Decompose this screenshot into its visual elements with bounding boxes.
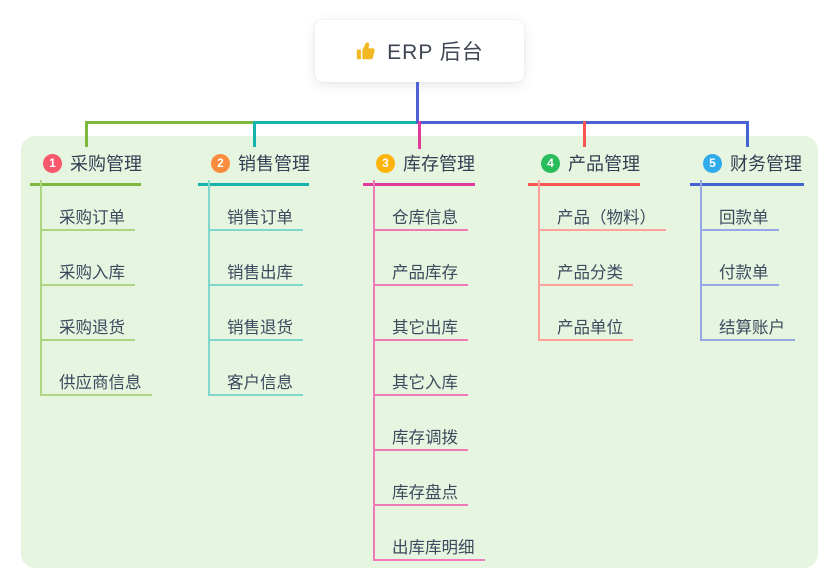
branch-label: 销售管理	[238, 154, 310, 174]
child-node: 仓库信息	[375, 208, 468, 231]
child-node: 结算账户	[702, 318, 795, 341]
branch-label: 财务管理	[730, 154, 802, 174]
bus-segment-right	[416, 121, 749, 124]
branches-panel	[21, 136, 818, 568]
branch-number-badge: 3	[376, 153, 395, 173]
branch-children-1: 采购订单采购入库采购退货供应商信息	[40, 180, 152, 396]
branch-number-badge: 4	[541, 153, 560, 173]
branch-node-5: 5 财务管理	[690, 150, 804, 186]
branch-label: 产品管理	[568, 154, 640, 174]
child-node: 其它入库	[375, 373, 468, 396]
child-node: 采购退货	[42, 318, 135, 341]
bus-segment-left	[85, 121, 253, 124]
branch-node-3: 3 库存管理	[363, 150, 475, 186]
branch-label: 库存管理	[403, 154, 475, 174]
branch-number-badge: 5	[703, 153, 722, 173]
branch-children-5: 回款单付款单结算账户	[700, 180, 795, 341]
child-node: 销售出库	[210, 263, 303, 286]
branch-drop-line-2	[253, 121, 256, 147]
branch-drop-line-1	[85, 121, 88, 147]
branch-number-badge: 2	[211, 153, 230, 173]
thumbs-up-icon	[357, 42, 375, 60]
root-title: ERP 后台	[387, 41, 484, 64]
child-node: 库存盘点	[375, 483, 468, 506]
child-node: 产品（物料）	[540, 208, 666, 231]
branch-children-2: 销售订单销售出库销售退货客户信息	[208, 180, 303, 396]
child-node: 产品库存	[375, 263, 468, 286]
branch-node-1: 1 采购管理	[30, 150, 142, 186]
child-node: 回款单	[702, 208, 779, 231]
branch-children-4: 产品（物料） 产品分类产品单位	[538, 180, 666, 341]
branch-number-badge: 1	[43, 153, 62, 173]
child-node: 供应商信息	[42, 373, 152, 396]
branch-drop-line-3	[418, 121, 421, 149]
branch-children-3: 仓库信息产品库存其它出库其它入库库存调拨库存盘点出库库明细	[373, 180, 485, 561]
root-node: ERP 后台	[315, 20, 524, 82]
bus-segment-middle	[253, 121, 416, 124]
root-connector-line	[416, 82, 419, 124]
child-node: 销售退货	[210, 318, 303, 341]
child-node: 产品分类	[540, 263, 633, 286]
child-node: 销售订单	[210, 208, 303, 231]
branch-label: 采购管理	[70, 154, 142, 174]
child-node: 客户信息	[210, 373, 303, 396]
child-node: 其它出库	[375, 318, 468, 341]
branch-drop-line-4	[583, 121, 586, 147]
branch-drop-line-5	[746, 121, 749, 147]
child-node: 库存调拨	[375, 428, 468, 451]
branch-node-2: 2 销售管理	[198, 150, 310, 186]
child-node: 采购入库	[42, 263, 135, 286]
child-node: 采购订单	[42, 208, 135, 231]
branch-node-4: 4 产品管理	[528, 150, 640, 186]
child-node: 出库库明细	[375, 538, 485, 561]
child-node: 产品单位	[540, 318, 633, 341]
child-node: 付款单	[702, 263, 779, 286]
